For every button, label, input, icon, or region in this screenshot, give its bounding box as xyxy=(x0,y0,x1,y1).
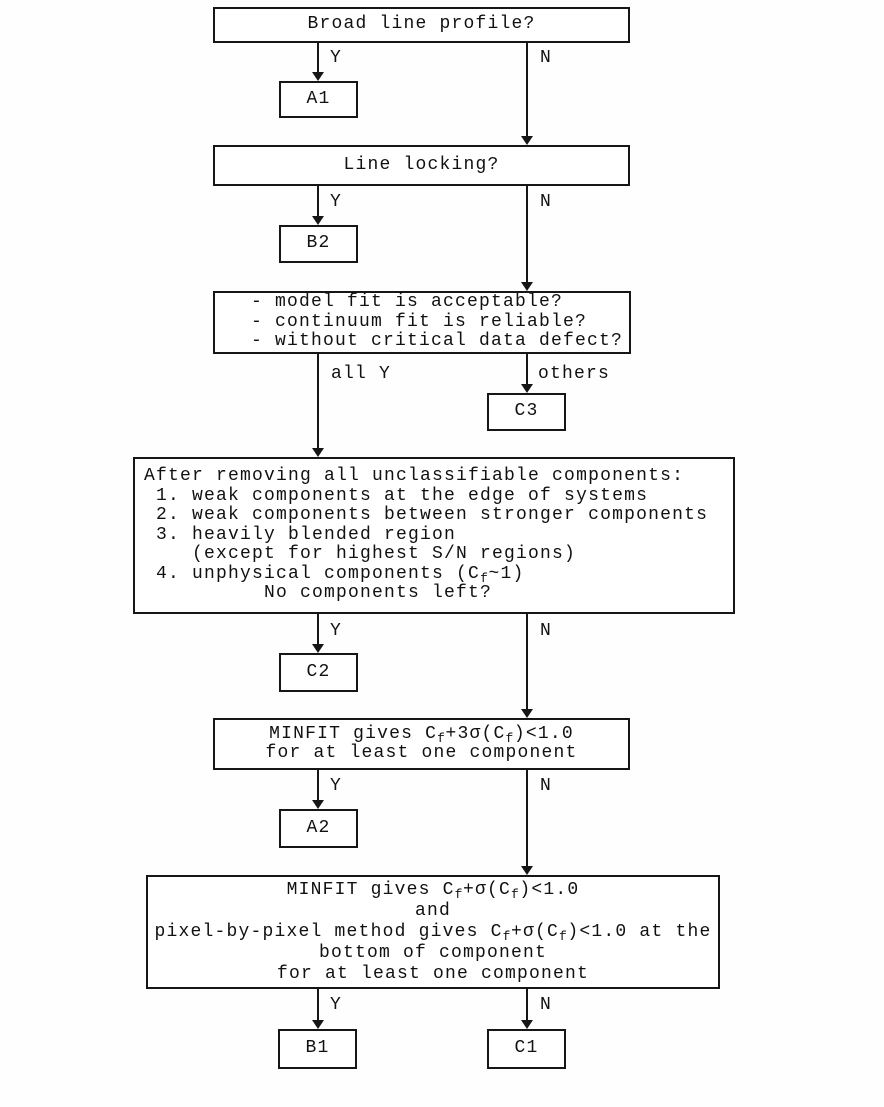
node-text-line: - continuum fit is reliable? xyxy=(251,311,588,332)
edge-removal-yes-arrowhead xyxy=(312,644,324,653)
node-terminal-c1: C1 xyxy=(487,1029,566,1069)
edge-label-minfit3-no: N xyxy=(540,776,553,796)
edge-removal-no-arrowhead xyxy=(521,709,533,718)
edge-label-locking-yes: Y xyxy=(330,192,343,212)
edge-label-locking-no: N xyxy=(540,192,553,212)
node-terminal-a2: A2 xyxy=(279,809,358,848)
node-terminal-b2: B2 xyxy=(279,225,358,263)
node-text-line-formula: pixel-by-pixel method gives Cf+σ(Cf)<1.0… xyxy=(154,921,712,944)
node-minfit-1sigma-pixel: MINFIT gives Cf+σ(Cf)<1.0 and pixel-by-p… xyxy=(146,875,720,989)
node-fit-checks: - model fit is acceptable? - continuum f… xyxy=(213,291,631,354)
edge-label-broad-no: N xyxy=(540,48,553,68)
node-text-line: and xyxy=(414,900,451,921)
node-text-line: 3. heavily blended region xyxy=(144,524,457,545)
edge-removal-yes-line xyxy=(317,614,319,644)
edge-locking-yes-line xyxy=(317,186,319,216)
edge-fit-allyes-line xyxy=(317,354,319,448)
node-text-line: (except for highest S/N regions) xyxy=(144,544,577,565)
node-text-line: for at least one component xyxy=(265,743,578,763)
edge-locking-no-arrowhead xyxy=(521,282,533,291)
node-minfit-3sigma: MINFIT gives Cf+3σ(Cf)<1.0 for at least … xyxy=(213,718,630,770)
node-text-line: 1. weak components at the edge of system… xyxy=(144,485,649,506)
edge-removal-no-line xyxy=(526,614,528,709)
edge-minfit1-yes-arrowhead xyxy=(312,1020,324,1029)
node-text-line: 2. weak components between stronger comp… xyxy=(144,505,709,526)
node-line-locking: Line locking? xyxy=(213,145,630,186)
terminal-label: B1 xyxy=(305,1038,330,1059)
edge-fit-others-line xyxy=(526,354,528,384)
terminal-label: C3 xyxy=(514,401,539,422)
terminal-label: A2 xyxy=(306,817,331,838)
node-terminal-c3: C3 xyxy=(487,393,566,431)
node-text-line: for at least one component xyxy=(276,963,590,984)
edge-minfit1-no-line xyxy=(526,989,528,1020)
edge-minfit3-yes-arrowhead xyxy=(312,800,324,809)
node-text-line-formula: MINFIT gives Cf+3σ(Cf)<1.0 xyxy=(269,723,574,746)
edge-broad-yes-line xyxy=(317,43,319,72)
edge-broad-no-arrowhead xyxy=(521,136,533,145)
node-text-line: - model fit is acceptable? xyxy=(251,292,564,313)
edge-locking-yes-arrowhead xyxy=(312,216,324,225)
terminal-label: C1 xyxy=(514,1038,539,1059)
node-text: Line locking? xyxy=(343,154,500,175)
node-text-line: No components left? xyxy=(144,583,493,604)
node-terminal-a1: A1 xyxy=(279,81,358,118)
node-component-removal: After removing all unclassifiable compon… xyxy=(133,457,735,614)
edge-locking-no-line xyxy=(526,186,528,282)
node-text-line: bottom of component xyxy=(318,942,548,963)
node-text-line: After removing all unclassifiable compon… xyxy=(144,466,685,487)
edge-fit-others-arrowhead xyxy=(521,384,533,393)
edge-label-broad-yes: Y xyxy=(330,48,343,68)
edge-label-fit-others: others xyxy=(538,364,611,384)
edge-label-minfit3-yes: Y xyxy=(330,776,343,796)
node-text-line-formula: 4. unphysical components (Cf~1) xyxy=(144,563,525,586)
terminal-label: A1 xyxy=(306,88,331,109)
edge-label-fit-allyes: all Y xyxy=(331,364,392,384)
node-terminal-b1: B1 xyxy=(278,1029,357,1069)
edge-minfit3-no-line xyxy=(526,770,528,866)
edge-fit-allyes-arrowhead xyxy=(312,448,324,457)
node-text-line: - without critical data defect? xyxy=(251,331,624,352)
node-terminal-c2: C2 xyxy=(279,653,358,692)
edge-broad-no-line xyxy=(526,43,528,136)
edge-label-minfit1-yes: Y xyxy=(330,995,343,1015)
node-text-line-formula: MINFIT gives Cf+σ(Cf)<1.0 xyxy=(286,879,580,902)
node-broad-line-profile: Broad line profile? xyxy=(213,7,630,43)
edge-minfit3-no-arrowhead xyxy=(521,866,533,875)
edge-minfit1-yes-line xyxy=(317,989,319,1020)
edge-minfit1-no-arrowhead xyxy=(521,1020,533,1029)
terminal-label: B2 xyxy=(306,233,331,254)
edge-minfit3-yes-line xyxy=(317,770,319,800)
terminal-label: C2 xyxy=(306,661,331,682)
edge-broad-yes-arrowhead xyxy=(312,72,324,81)
edge-label-removal-no: N xyxy=(540,621,553,641)
node-text: Broad line profile? xyxy=(307,14,536,35)
edge-label-minfit1-no: N xyxy=(540,995,553,1015)
edge-label-removal-yes: Y xyxy=(330,621,343,641)
